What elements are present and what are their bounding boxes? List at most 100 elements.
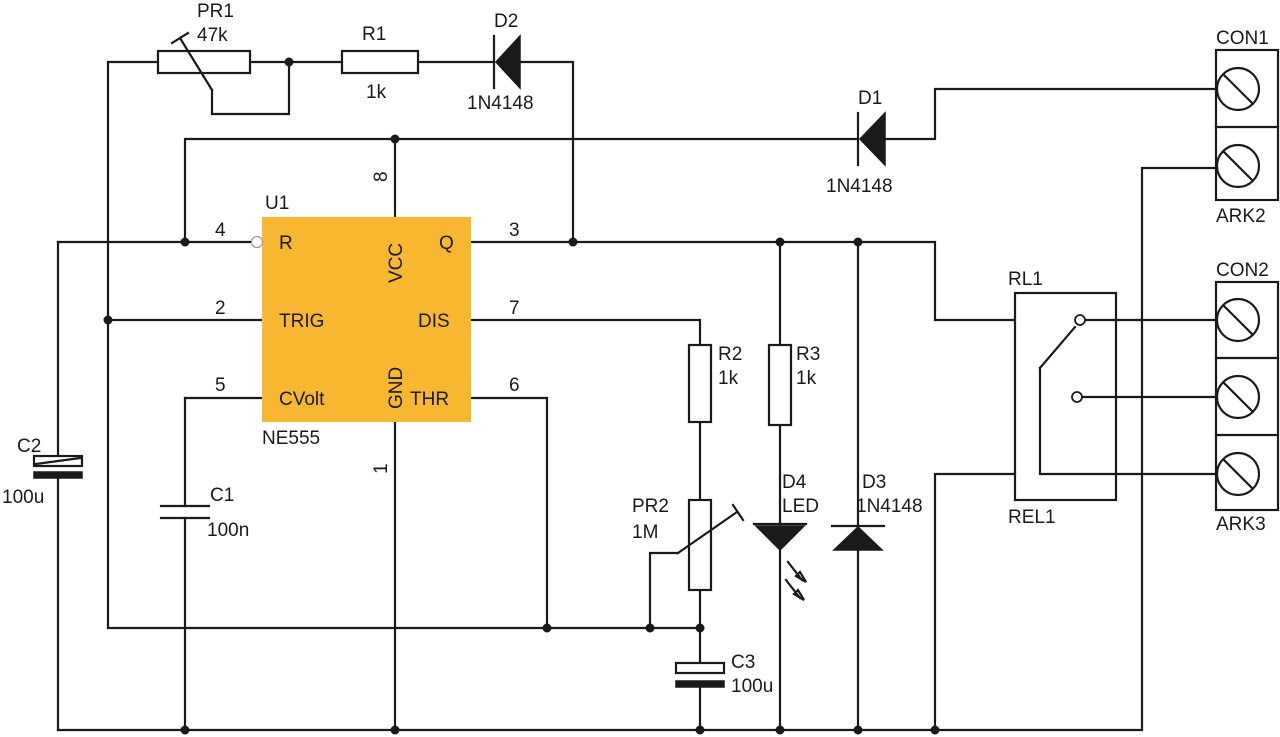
junction-dot: [695, 623, 705, 633]
pin-label-q: Q: [439, 233, 454, 254]
pr2-ref: PR2: [632, 496, 669, 517]
wire-d2-right: [518, 60, 575, 244]
screw-slot: [1222, 304, 1254, 336]
potentiometer-pr1: [156, 31, 252, 92]
con2-value: ARK3: [1216, 514, 1266, 535]
rl1-ref: RL1: [1008, 269, 1043, 290]
screw-slot: [1222, 458, 1254, 490]
relay-rl1: [1013, 291, 1118, 502]
pr1-value: 47k: [197, 25, 228, 46]
wire-left-rail-top: [106, 60, 160, 322]
c3-plate-negative: [675, 680, 725, 688]
d1-triangle: [858, 111, 886, 167]
terminal-block-con1: [1214, 48, 1280, 202]
pr1-body: [156, 49, 252, 75]
junction-dot: [645, 623, 655, 633]
relay-contact-no: [1074, 314, 1086, 326]
light-arrow-icon: [784, 578, 805, 601]
r1-value: 1k: [366, 82, 387, 103]
pr2-body: [687, 498, 713, 592]
pin-number-8: 8: [371, 171, 392, 182]
wire-q-out: [468, 240, 1017, 322]
wire-left-rail-low: [106, 318, 702, 630]
c2-diagonal: [34, 456, 82, 466]
c2-ref: C2: [17, 436, 41, 457]
junction-dot: [775, 725, 785, 735]
resistor-r3: [767, 343, 793, 427]
d2-value: 1N4148: [467, 93, 534, 114]
pr1-ref: PR1: [197, 1, 234, 22]
wire-relay-coil-gnd: [933, 472, 1017, 732]
ic-part-label: NE555: [262, 428, 320, 449]
light-arrow-icon: [786, 560, 807, 583]
d3-ref: D3: [862, 472, 886, 493]
chip-body: [262, 217, 471, 422]
resistor-r2: [687, 343, 713, 424]
junction-dot: [695, 725, 705, 735]
pr1-adjust-arrow: [170, 31, 214, 92]
junction-dot: [775, 237, 785, 247]
pin-label-dis: DIS: [418, 311, 450, 332]
junction-dot: [390, 725, 400, 735]
junction-dot: [930, 725, 940, 735]
relay-contact-nc: [1071, 391, 1083, 403]
led-d4: [752, 522, 808, 601]
d3-triangle: [832, 525, 884, 551]
c3-value: 100u: [731, 676, 773, 697]
d3-value: 1N4148: [856, 496, 923, 517]
wire-ground-rail: [56, 166, 1220, 732]
wire-pr1-wiper: [210, 60, 291, 116]
screw-slot: [1222, 150, 1254, 182]
diode-d2: [492, 34, 521, 90]
c1-value: 100n: [207, 520, 249, 541]
r3-value: 1k: [796, 368, 817, 389]
screw-slot: [1222, 73, 1254, 105]
pin-number-2: 2: [215, 298, 226, 319]
junction-dot: [853, 725, 863, 735]
pin-number-4: 4: [215, 220, 226, 241]
con1-value: ARK2: [1216, 206, 1266, 227]
pin-number-5: 5: [215, 375, 226, 396]
capacitor-c2: [32, 454, 84, 479]
pin-number-1: 1: [371, 463, 392, 474]
d4-ref: D4: [782, 472, 807, 493]
relay-body: [1013, 291, 1118, 502]
reset-inversion-bubble: [250, 235, 264, 249]
capacitor-c1: [159, 504, 211, 520]
junction-dot: [568, 237, 578, 247]
r1-ref: R1: [362, 24, 386, 45]
relay-switch-arm: [1038, 325, 1077, 370]
junction-dot: [284, 57, 294, 67]
d4-triangle: [754, 525, 806, 552]
r2-ref: R2: [718, 344, 742, 365]
pin-label-vcc: VCC: [386, 243, 407, 283]
con1-ref: CON1: [1216, 28, 1269, 49]
con2-ref: CON2: [1216, 260, 1269, 281]
r3-ref: R3: [796, 344, 820, 365]
pin-numbers: 4 2 5 3 7 6 8 1: [215, 171, 520, 474]
pin-number-6: 6: [509, 375, 520, 396]
diode-d1: [856, 111, 886, 167]
c3-ref: C3: [731, 652, 755, 673]
junction-dot: [180, 725, 190, 735]
junction-dot: [390, 134, 400, 144]
c3-plate-positive: [674, 661, 726, 675]
wire-relay-com: [1038, 366, 1220, 476]
d2-triangle: [494, 34, 521, 90]
ne555-chip: R TRIG CVolt Q DIS THR VCC GND: [250, 217, 471, 422]
resistor-r1: [340, 49, 420, 75]
pin-label-thr: THR: [410, 389, 449, 410]
capacitor-c3: [674, 661, 726, 688]
pin-label-gnd: GND: [386, 367, 407, 409]
ic-ref-label: U1: [265, 193, 289, 214]
d4-value: LED: [782, 496, 819, 517]
junction-dot: [853, 237, 863, 247]
d2-ref: D2: [494, 11, 518, 32]
wires: [56, 60, 1220, 732]
c2-plate-negative: [33, 471, 83, 479]
rl1-value: REL1: [1008, 507, 1056, 528]
junctions: [103, 57, 940, 735]
pin-label-trig: TRIG: [279, 311, 324, 332]
pr2-adjust-arrow: [676, 503, 745, 555]
